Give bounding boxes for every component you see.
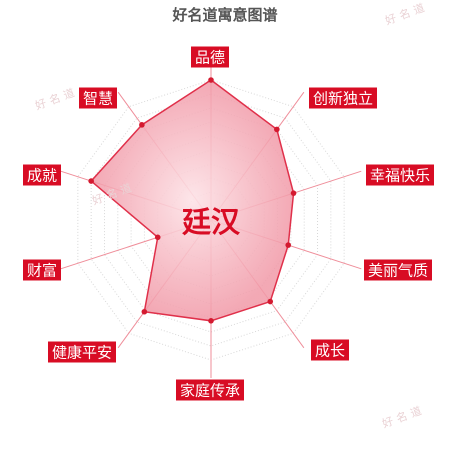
axis-label-box <box>23 164 61 186</box>
axis-label-box <box>79 87 117 109</box>
chart-title: 好名道寓意图谱 <box>172 6 278 24</box>
axis-label: 品德 <box>195 49 225 67</box>
data-point <box>88 178 94 184</box>
axis-label: 财富 <box>27 262 57 280</box>
grid-ring <box>90 93 332 347</box>
data-point <box>267 298 274 305</box>
axis-label-box <box>309 87 377 109</box>
axis-label-box <box>311 339 349 361</box>
axis-label: 创新独立 <box>313 90 373 108</box>
axis-label: 幸福快乐 <box>370 167 430 185</box>
data-point <box>285 242 292 248</box>
watermark: 好名道 <box>380 402 427 431</box>
data-point <box>208 77 214 83</box>
axis-label-box <box>48 341 116 363</box>
data-point <box>154 234 161 241</box>
axis-label-box <box>366 164 434 186</box>
center-name-label: 廷汉 <box>182 205 241 239</box>
data-point <box>139 122 145 128</box>
data-point <box>274 126 280 133</box>
axis-label: 美丽气质 <box>368 262 428 280</box>
axis-label: 健康平安 <box>52 344 112 362</box>
axis-label: 家庭传承 <box>180 382 240 400</box>
watermark: 好名道 <box>33 84 80 113</box>
axis-label-box <box>23 259 61 281</box>
axis-label: 智慧 <box>83 90 113 108</box>
data-area <box>90 79 295 322</box>
axis-label-box <box>176 379 244 401</box>
axis-label-box <box>191 46 229 68</box>
watermark: 好名道 <box>383 0 430 28</box>
axis-label: 成长 <box>315 342 345 360</box>
data-point <box>290 190 297 196</box>
axis-label-box <box>364 259 432 281</box>
data-point <box>208 318 214 324</box>
data-point <box>141 308 148 315</box>
axis-label: 成就 <box>27 167 57 185</box>
